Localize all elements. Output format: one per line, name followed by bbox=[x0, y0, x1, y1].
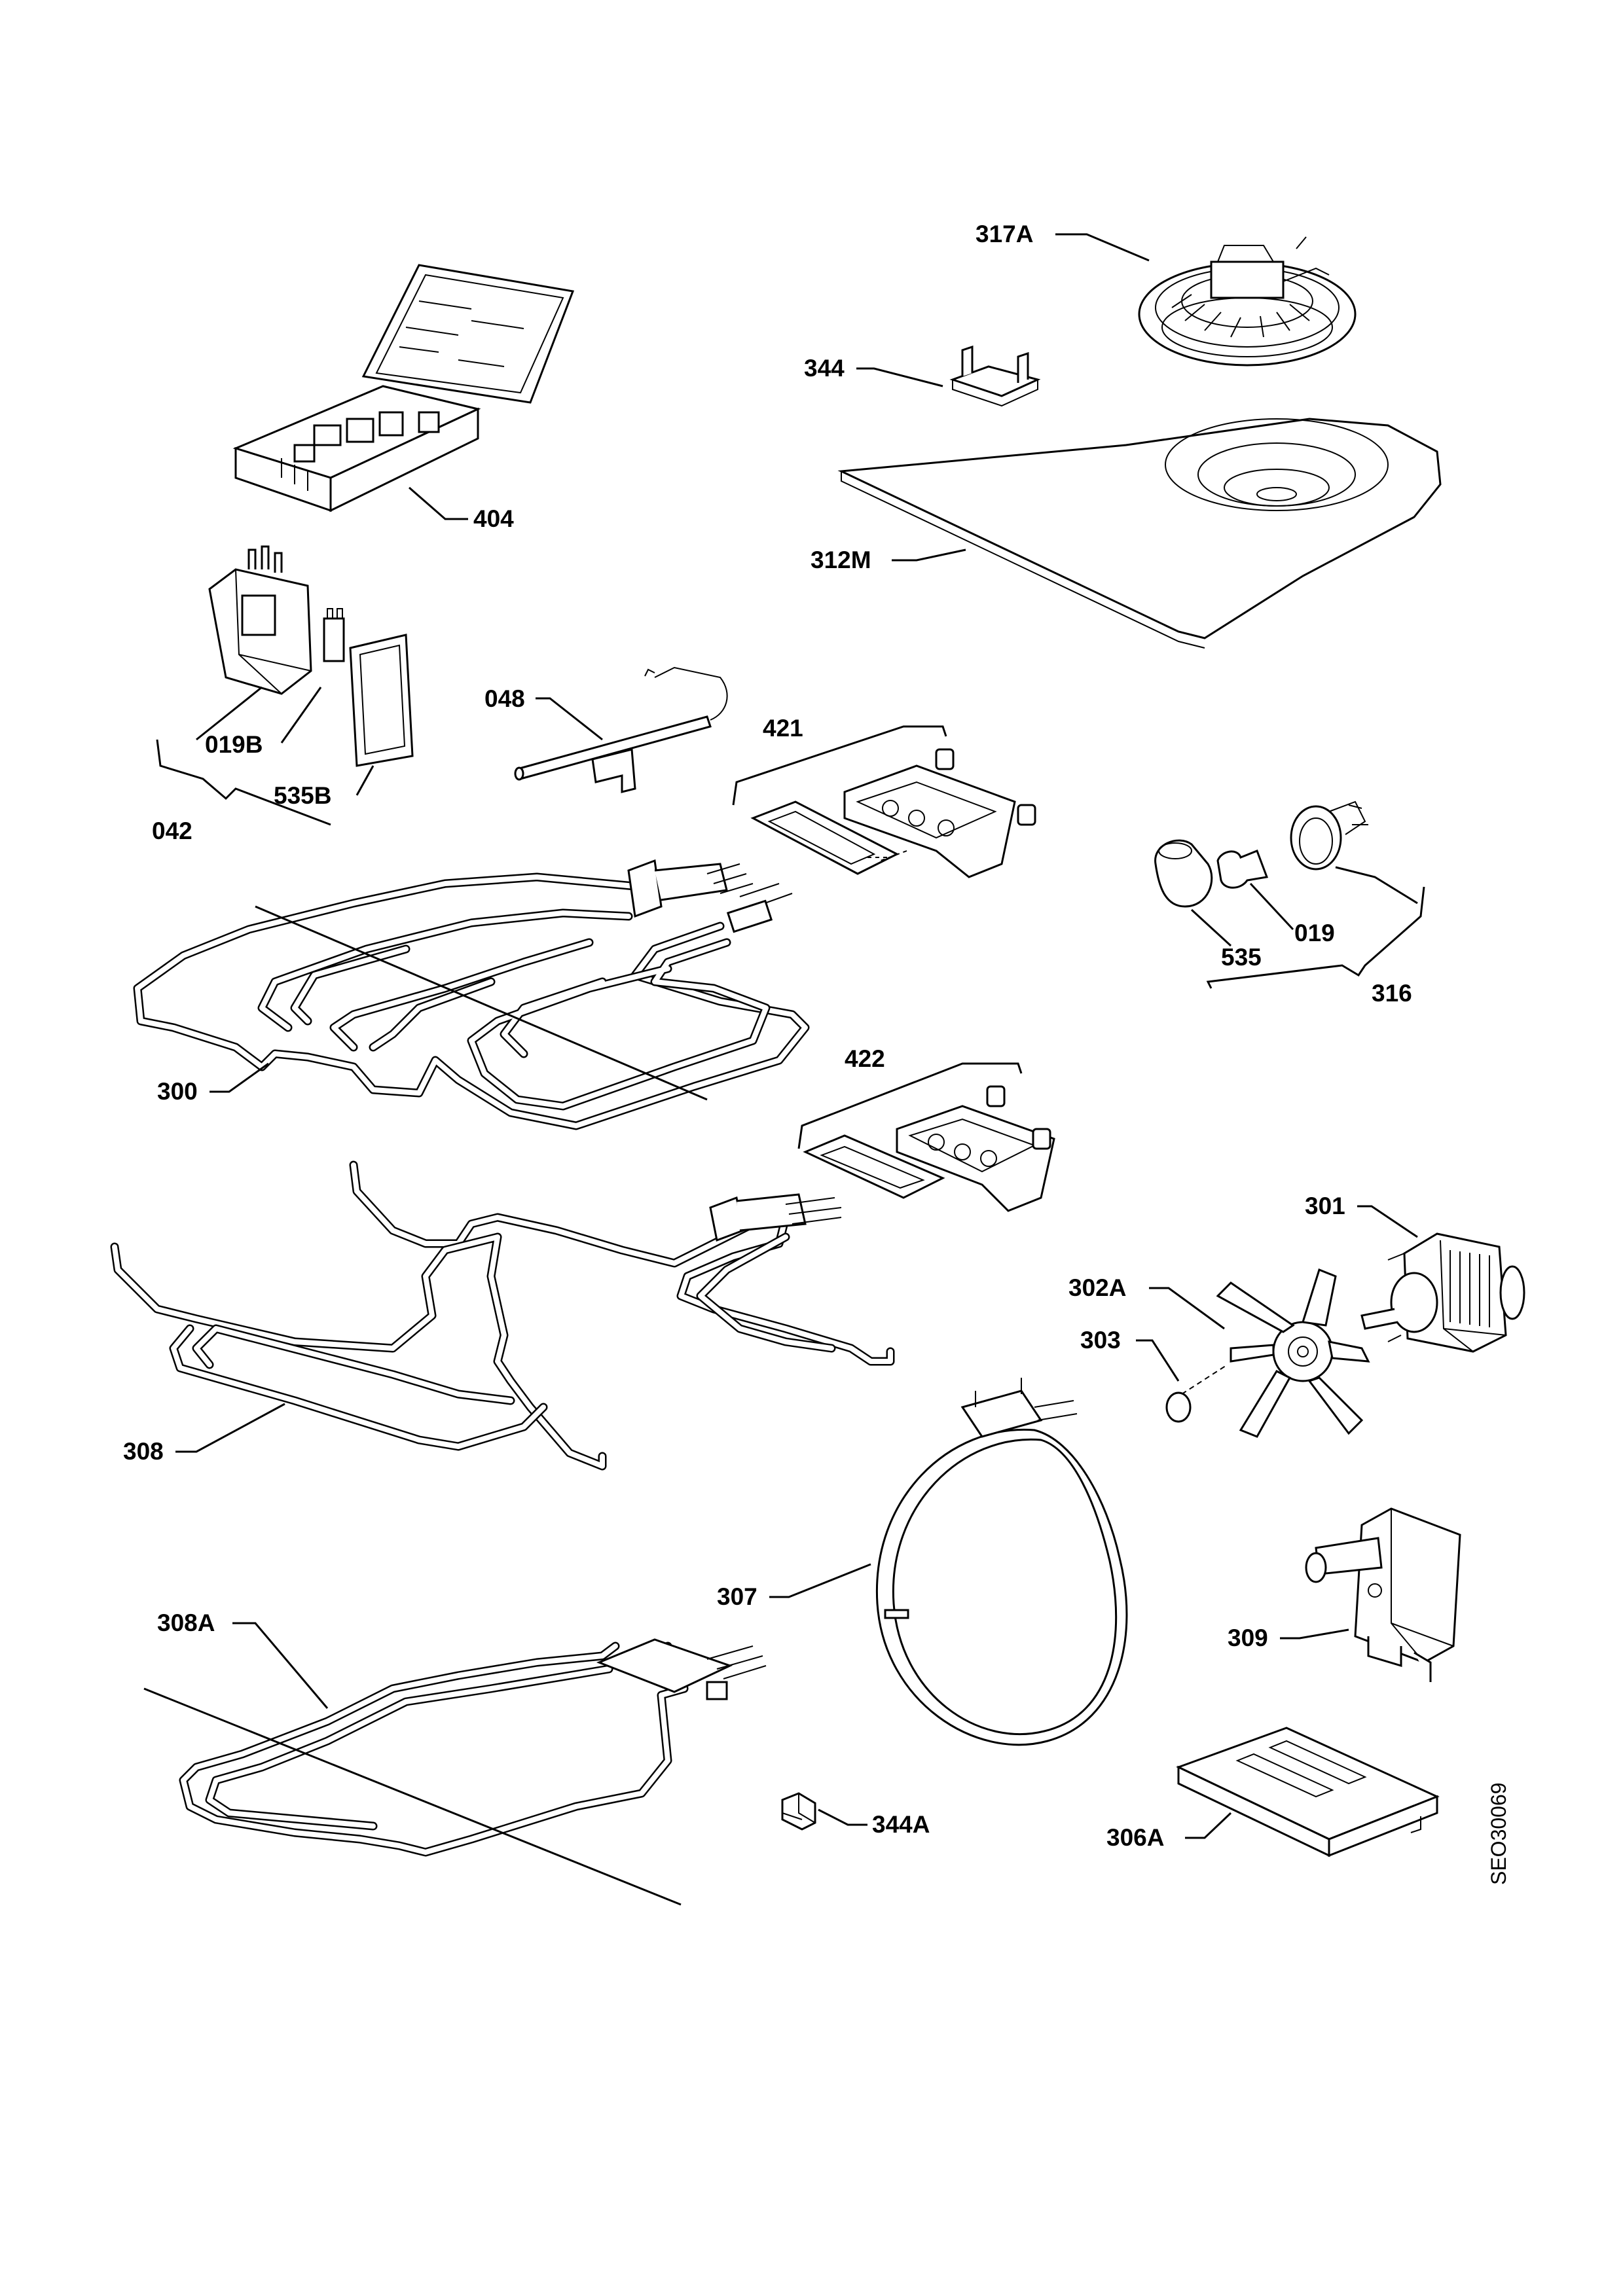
part-344-bracket[interactable] bbox=[949, 345, 1041, 407]
label-344: 344 bbox=[804, 355, 943, 387]
label-422: 422 bbox=[797, 1045, 1023, 1149]
label-309: 309 bbox=[1228, 1624, 1349, 1651]
svg-text:344A: 344A bbox=[872, 1811, 930, 1838]
svg-text:019B: 019B bbox=[205, 731, 263, 758]
label-317A: 317A bbox=[976, 221, 1150, 262]
svg-text:421: 421 bbox=[763, 715, 803, 742]
label-421: 421 bbox=[732, 715, 947, 806]
part-306A-cover[interactable] bbox=[1176, 1727, 1440, 1857]
part-019B-lamp-socket[interactable] bbox=[208, 545, 345, 695]
label-300: 300 bbox=[157, 1062, 269, 1105]
svg-text:300: 300 bbox=[157, 1078, 198, 1105]
label-535B: 535B bbox=[274, 765, 374, 809]
svg-text:308A: 308A bbox=[157, 1609, 215, 1636]
part-421-terminal-block[interactable] bbox=[750, 748, 1036, 878]
drawing-code: SEO30069 bbox=[1487, 1782, 1510, 1885]
svg-text:316: 316 bbox=[1372, 980, 1412, 1007]
part-535-lamp-glass[interactable] bbox=[1154, 839, 1213, 908]
part-422-terminal-block[interactable] bbox=[803, 1085, 1055, 1212]
part-302A-fan-blade[interactable] bbox=[1216, 1268, 1370, 1438]
label-048: 048 bbox=[484, 685, 603, 741]
label-312M: 312M bbox=[811, 547, 966, 573]
part-048-temperature-sensor[interactable] bbox=[514, 666, 728, 793]
svg-text:317A: 317A bbox=[976, 221, 1033, 247]
svg-text:042: 042 bbox=[152, 817, 192, 844]
svg-text:302A: 302A bbox=[1068, 1274, 1126, 1301]
part-308-bottom-element[interactable] bbox=[110, 1160, 895, 1471]
label-301: 301 bbox=[1305, 1193, 1418, 1238]
svg-text:306A: 306A bbox=[1106, 1824, 1164, 1851]
svg-text:309: 309 bbox=[1228, 1624, 1268, 1651]
part-019-lamp-bulb[interactable] bbox=[1216, 850, 1269, 889]
svg-text:019: 019 bbox=[1294, 920, 1335, 946]
svg-text:301: 301 bbox=[1305, 1193, 1345, 1219]
part-300-grill-element[interactable] bbox=[133, 859, 810, 1130]
svg-text:308: 308 bbox=[123, 1438, 164, 1465]
part-308A-lower-element[interactable] bbox=[143, 1638, 767, 1906]
label-019B: 019B bbox=[196, 686, 322, 758]
label-303: 303 bbox=[1080, 1327, 1180, 1382]
label-307: 307 bbox=[717, 1563, 871, 1610]
svg-text:535B: 535B bbox=[274, 782, 331, 809]
label-308A: 308A bbox=[157, 1609, 329, 1709]
svg-text:307: 307 bbox=[717, 1583, 757, 1610]
svg-text:048: 048 bbox=[484, 685, 525, 712]
part-303-nut[interactable] bbox=[1165, 1364, 1228, 1423]
label-344A: 344A bbox=[818, 1808, 930, 1838]
label-306A: 306A bbox=[1106, 1812, 1232, 1851]
label-535: 535 bbox=[1190, 908, 1262, 971]
part-535B-lamp-cover[interactable] bbox=[349, 634, 414, 767]
svg-text:422: 422 bbox=[845, 1045, 885, 1072]
part-316-lamp-socket[interactable] bbox=[1290, 800, 1368, 870]
svg-text:303: 303 bbox=[1080, 1327, 1121, 1354]
label-302A: 302A bbox=[1068, 1274, 1225, 1330]
part-301-fan-motor[interactable] bbox=[1360, 1232, 1525, 1353]
part-307-circular-element[interactable] bbox=[875, 1378, 1128, 1746]
svg-text:404: 404 bbox=[473, 505, 514, 532]
svg-text:535: 535 bbox=[1221, 944, 1262, 971]
label-316: 316 bbox=[1206, 866, 1425, 1007]
part-312M-fan-cover[interactable] bbox=[837, 418, 1442, 649]
svg-text:312M: 312M bbox=[811, 547, 871, 573]
label-042: 042 bbox=[152, 739, 331, 844]
label-404: 404 bbox=[409, 486, 514, 532]
part-404-control-box[interactable] bbox=[232, 264, 575, 512]
label-308: 308 bbox=[123, 1403, 285, 1465]
svg-text:344: 344 bbox=[804, 355, 845, 382]
label-019: 019 bbox=[1249, 882, 1335, 946]
part-317A-fan-motor[interactable] bbox=[1138, 236, 1357, 367]
part-309-thermostat[interactable] bbox=[1305, 1507, 1461, 1682]
part-344A-clip[interactable] bbox=[781, 1792, 816, 1831]
